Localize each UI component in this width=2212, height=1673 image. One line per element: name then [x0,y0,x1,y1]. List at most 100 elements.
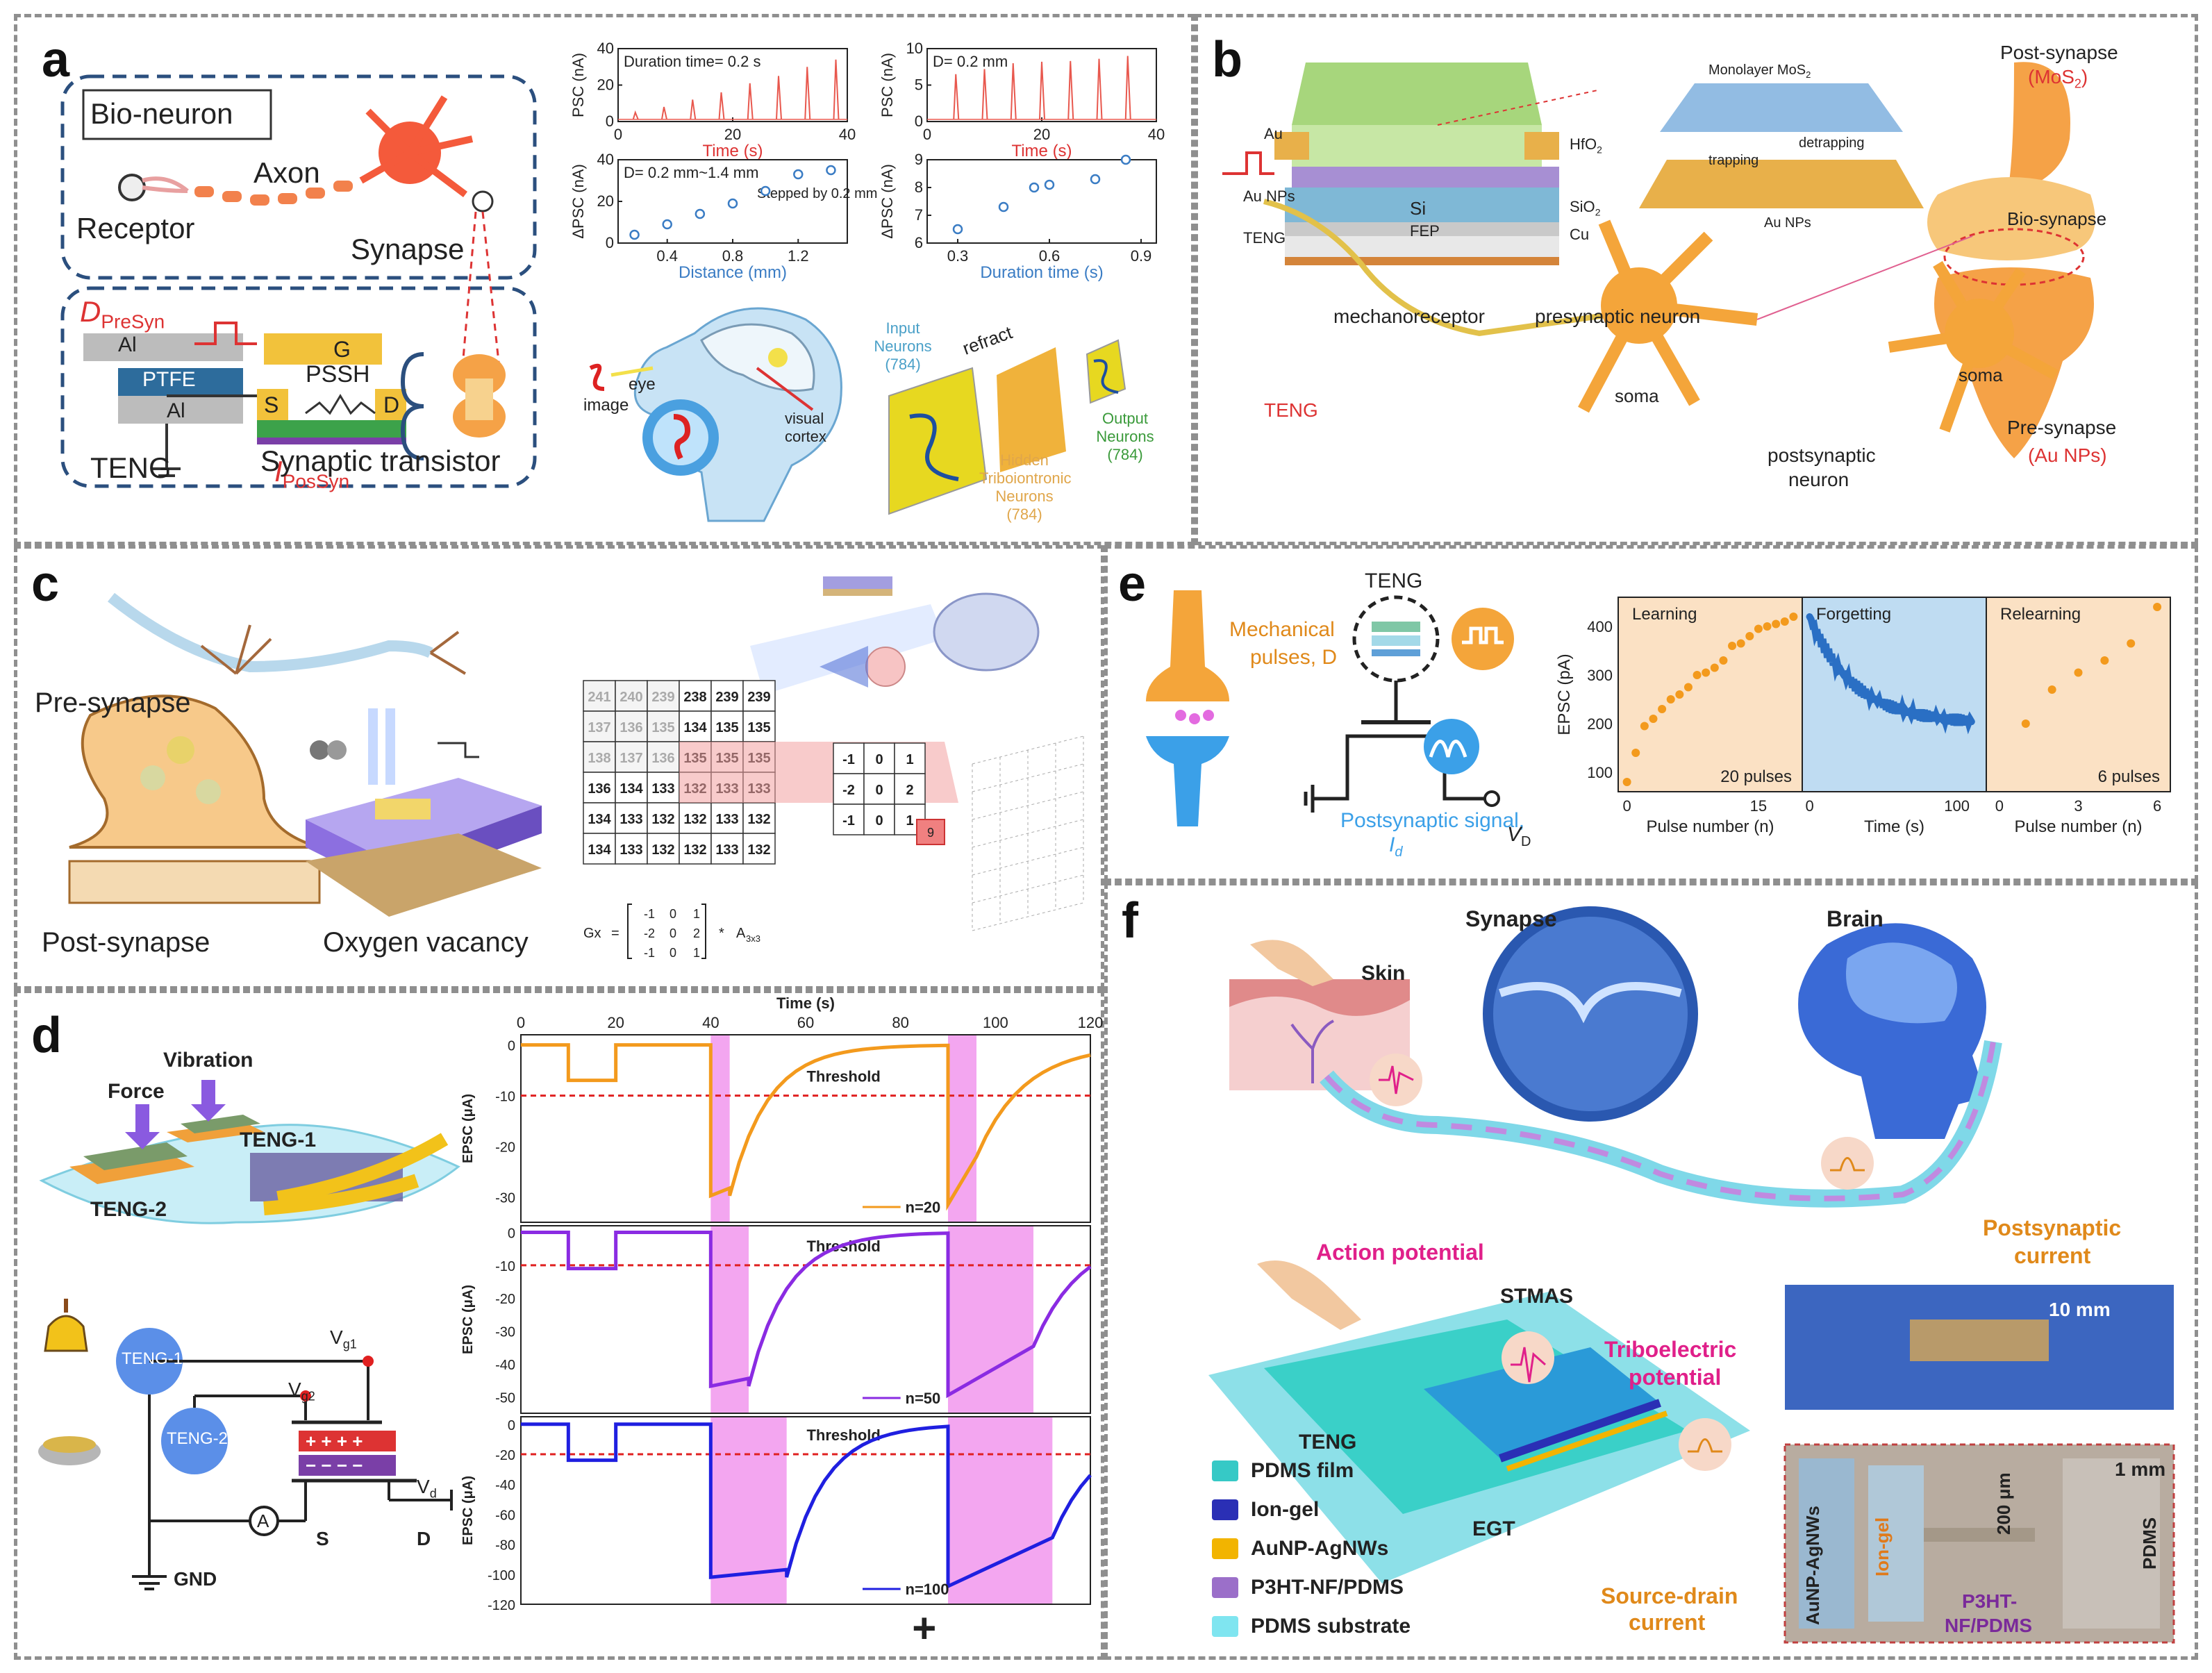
matrix-value: 137 [588,720,610,735]
matrix-value: 134 [588,842,611,858]
matrix-cell: 136 [583,772,616,804]
segment-note: 20 pulses [1720,767,1792,786]
subplot-frame [520,1416,1091,1605]
matrix-value: 132 [747,812,770,827]
kernel-value: 0 [875,813,883,829]
kernel-cell: -1 [833,742,865,774]
epsc-trace [521,1043,1091,1211]
data-point [1745,632,1754,640]
kernel-value: 1 [906,813,913,829]
matrix-value: 133 [715,842,738,858]
postsynaptic-current-2: current [2014,1243,2091,1268]
x-axis-label: Pulse number (n) [1646,817,1774,836]
matrix-cell: 137 [615,741,648,773]
kernel-cell-border [894,773,926,805]
synapse-label: Synapse [351,233,465,265]
postsynaptic-current-1: Postsynaptic [1983,1215,2122,1240]
matrix-cell: 135 [647,710,680,742]
x-axis-label: Time (s) [702,142,763,160]
y-axis-label: EPSC (μA) [460,1094,476,1163]
matrix-value: 138 [588,751,610,766]
legend-label: Ion-gel [1251,1498,1320,1521]
data-point [1658,705,1667,713]
teng1-d-label: TENG-1 [240,1129,317,1151]
p3ht-label-1: P3HT- [1962,1590,2018,1612]
y-axis-label: PSC (nA) [879,53,896,117]
fep-label: FEP [1410,222,1440,240]
kernel-cell: 0 [863,742,895,774]
teng2-b-label: TENG [1264,399,1318,421]
chart-title: D= 0.2 mm~1.4 mm [624,164,758,181]
y-tick-label: -30 [495,1191,515,1206]
source-drain-2: current [1629,1610,1706,1635]
matrix-value: 238 [683,690,706,705]
grid-line [972,902,1084,931]
projection [750,604,945,694]
panel-label-f: f [1122,893,1138,949]
formula-kernel-value: -2 [644,926,655,940]
legend-label: P3HT-NF/PDMS [1251,1576,1404,1599]
x-axis-label: Distance (mm) [679,263,787,282]
panel-label-d: d [31,1008,62,1063]
data-point [1666,695,1675,704]
data-point [1640,722,1649,731]
x-tick-label: 0.3 [947,247,969,265]
scale-1mm-label: 1 mm [2115,1458,2166,1480]
matrix-value: 136 [651,751,674,766]
data-point [1622,778,1631,786]
matrix-value: 134 [588,812,611,827]
kernel-value: 2 [906,783,913,798]
matrix-cell-border [710,833,744,865]
mechanoreceptor-label: mechanoreceptor [1333,306,1485,327]
output-neurons-label: Output Neurons (784) [1096,410,1154,463]
formula-kernel-value: 2 [693,926,700,940]
matrix-value: 135 [747,720,770,735]
triboelectric-1: Triboelectric [1604,1337,1737,1362]
formula-gx: Gx [583,926,601,941]
soma1-label: soma [1615,385,1659,406]
spike [747,83,754,119]
image-label: image [583,396,629,415]
data-point [1702,668,1711,677]
data-point [629,229,640,240]
matrix-value: 136 [619,720,642,735]
matrix-cell: 132 [742,802,776,834]
highlight-band [948,1226,1033,1413]
plot-frame [926,159,1157,244]
x-tick-label: 0.4 [656,247,678,265]
x-tick-label: 120 [1078,1014,1104,1031]
y-tick-label: 400 [1587,618,1613,635]
matrix-cell: 239 [647,680,680,712]
mini-device-base [823,589,892,596]
spike [690,99,697,119]
epsc-trace [521,1422,1092,1590]
hidden-neurons-label: Hidden Triboiontronic Neurons (784) [979,451,1072,523]
svg-text:− − − −: − − − − [306,1455,363,1476]
brain-shape [933,592,1040,672]
ion-gel-vertical-label: Ion-gel [1872,1517,1893,1576]
epsc-trace [521,1230,1092,1399]
y-tick-label: -40 [495,1358,515,1373]
legend-swatch [1212,1460,1238,1481]
matrix-cell: 133 [615,802,648,834]
visual-system-illustration [589,307,1126,522]
result-value: 9 [927,826,934,840]
y-tick-label: 300 [1587,667,1613,684]
post-signal-1: Postsynaptic signal, [1340,809,1525,832]
neuron-b-label: neuron [1788,469,1849,490]
bracket-left [627,904,632,959]
cu-label: Cu [1570,226,1590,243]
x-tick-label: 40 [702,1014,719,1031]
d-d-label: D [417,1528,431,1549]
teng1-circuit-label: TENG-1 [122,1349,183,1368]
eye-shape [865,647,906,687]
matrix-cell: 133 [615,833,648,865]
skin-label: Skin [1361,962,1406,985]
spike [661,106,667,120]
spike [718,92,725,119]
spike [833,59,840,119]
